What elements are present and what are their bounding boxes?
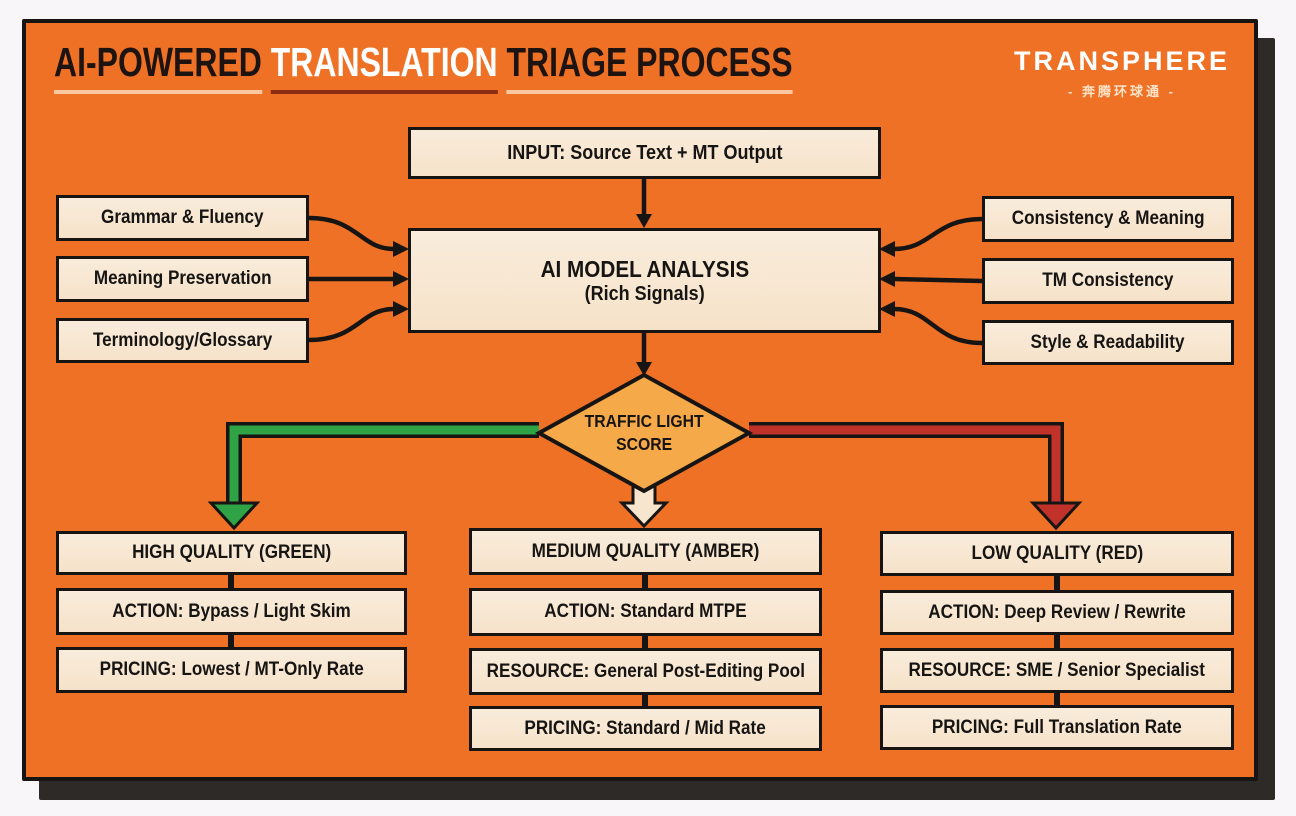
- analysis-title: AI MODEL ANALYSIS: [540, 255, 749, 282]
- ai-model-analysis-box: AI MODEL ANALYSIS (Rich Signals): [408, 228, 881, 333]
- branch-amber-pricing-box: PRICING: Standard / Mid Rate: [469, 706, 822, 751]
- branch-step: ACTION: Standard MTPE: [544, 601, 747, 622]
- branch-step: PRICING: Full Translation Rate: [932, 716, 1182, 738]
- signal-box-tm-consistency: TM Consistency: [982, 258, 1234, 304]
- branch-step: ACTION: Deep Review / Rewrite: [928, 601, 1186, 623]
- connector-terminology-glossary: [308, 306, 395, 343]
- connector-tm-consistency: [893, 276, 983, 284]
- transphere-logo: TRANSPHERE - 奔腾环球通 -: [1013, 46, 1230, 100]
- signal-box-grammar-fluency: Grammar & Fluency: [56, 195, 309, 241]
- green-branch-arrowhead: [207, 501, 261, 531]
- branch-title: MEDIUM QUALITY (AMBER): [531, 540, 760, 562]
- logo-chinese-subtitle: - 奔腾环球通 -: [1068, 83, 1176, 99]
- decision-line-1: TRAFFIC LIGHT: [584, 411, 704, 432]
- arrowhead-analysis-to-score: [636, 362, 652, 376]
- connector-style-readability: [893, 306, 983, 346]
- decision-line-2: SCORE: [615, 434, 672, 454]
- signal-box-meaning-preservation: Meaning Preservation: [56, 256, 309, 302]
- branch-red-title-box: LOW QUALITY (RED): [880, 531, 1234, 576]
- arrowhead-input-to-analysis: [636, 214, 652, 228]
- page-title: AI-POWERED TRANSLATION TRIAGE PROCESS: [54, 39, 793, 94]
- traffic-light-score-label: TRAFFIC LIGHT SCORE: [564, 403, 724, 463]
- logo-wordmark: TRANSPHERE: [1013, 46, 1230, 76]
- red-branch-arrow-shaft: [749, 425, 1061, 504]
- signal-label: TM Consistency: [1042, 270, 1174, 291]
- title-part-3: TRIAGE PROCESS: [506, 39, 793, 94]
- analysis-subtitle: (Rich Signals): [584, 282, 705, 305]
- connector-grammar-fluency: [308, 215, 395, 252]
- branch-title: LOW QUALITY (RED): [971, 542, 1143, 564]
- branch-amber-title-box: MEDIUM QUALITY (AMBER): [469, 528, 822, 575]
- branch-red-resource-box: RESOURCE: SME / Senior Specialist: [880, 648, 1234, 693]
- branch-green-pricing-box: PRICING: Lowest / MT-Only Rate: [56, 647, 407, 693]
- branch-red-action-box: ACTION: Deep Review / Rewrite: [880, 590, 1234, 635]
- signal-box-consistency-meaning: Consistency & Meaning: [982, 196, 1234, 242]
- arrowhead-meaning-preservation: [393, 271, 409, 287]
- branch-step: ACTION: Bypass / Light Skim: [112, 600, 351, 622]
- arrowhead-terminology-glossary: [393, 301, 409, 317]
- signal-label: Style & Readability: [1031, 331, 1185, 353]
- branch-step: RESOURCE: General Post-Editing Pool: [486, 660, 805, 682]
- branch-step: PRICING: Lowest / MT-Only Rate: [99, 659, 364, 680]
- branch-step: RESOURCE: SME / Senior Specialist: [908, 659, 1206, 681]
- branch-amber-action-box: ACTION: Standard MTPE: [469, 588, 822, 636]
- signal-label: Grammar & Fluency: [101, 207, 264, 228]
- input-box-label: INPUT: Source Text + MT Output: [506, 141, 783, 164]
- signal-label: Meaning Preservation: [93, 268, 272, 289]
- input-box: INPUT: Source Text + MT Output: [408, 127, 881, 179]
- signal-box-style-readability: Style & Readability: [982, 320, 1234, 365]
- branch-green-action-box: ACTION: Bypass / Light Skim: [56, 588, 407, 635]
- arrowhead-tm-consistency: [879, 271, 895, 287]
- title-part-1: AI-POWERED: [54, 39, 262, 94]
- branch-amber-resource-box: RESOURCE: General Post-Editing Pool: [469, 648, 822, 695]
- signal-label: Consistency & Meaning: [1011, 208, 1205, 229]
- branch-red-pricing-box: PRICING: Full Translation Rate: [880, 705, 1234, 750]
- diagram-card: AI-POWERED TRANSLATION TRIAGE PROCESS TR…: [22, 19, 1258, 781]
- branch-step: PRICING: Standard / Mid Rate: [524, 717, 767, 739]
- red-branch-arrow-outline: [749, 422, 1064, 504]
- amber-branch-arrow: [618, 481, 670, 529]
- signal-box-terminology-glossary: Terminology/Glossary: [56, 318, 309, 363]
- red-branch-arrowhead: [1029, 501, 1083, 531]
- branch-title: HIGH QUALITY (GREEN): [131, 542, 332, 563]
- branch-green-title-box: HIGH QUALITY (GREEN): [56, 531, 407, 575]
- arrowhead-grammar-fluency: [393, 241, 409, 257]
- green-branch-arrow-shaft: [229, 425, 539, 504]
- connector-consistency-meaning: [893, 216, 983, 252]
- title-part-highlighted: TRANSLATION: [270, 39, 498, 94]
- arrowhead-style-readability: [879, 301, 895, 317]
- green-branch-arrow-outline: [226, 422, 539, 504]
- arrowhead-consistency-meaning: [879, 241, 895, 257]
- signal-label: Terminology/Glossary: [92, 329, 273, 351]
